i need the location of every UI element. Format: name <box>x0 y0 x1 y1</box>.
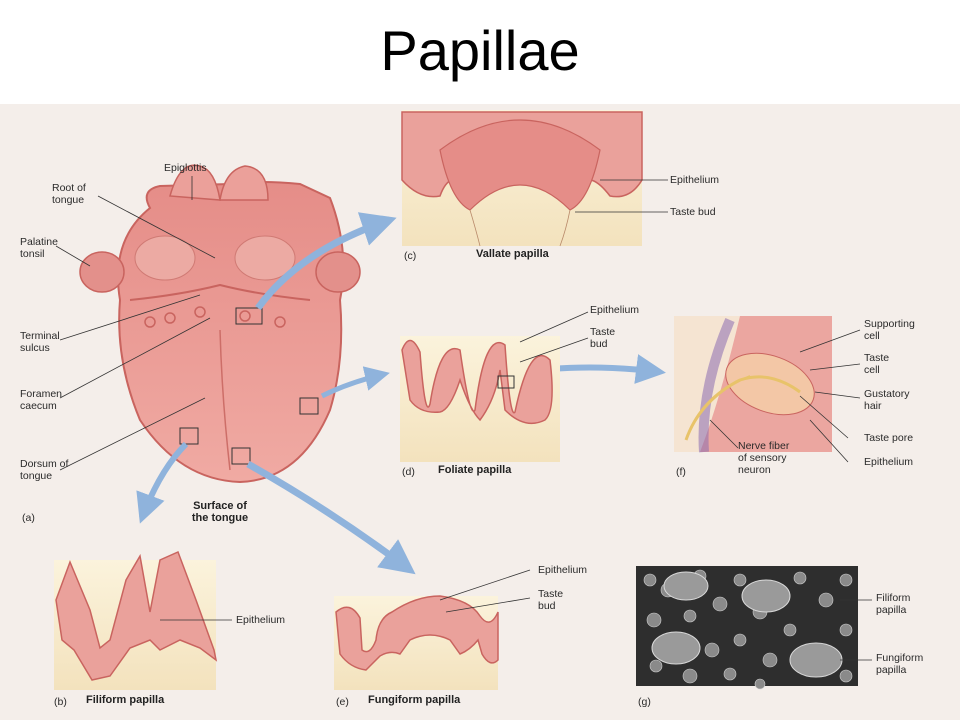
label-filiform-epithelium: Epithelium <box>236 614 286 626</box>
panel-letter-b: (b) <box>54 696 67 708</box>
label-root-of-tongue: Root of tongue <box>52 182 86 206</box>
label-palatine-tonsil: Palatine tonsil <box>20 236 58 260</box>
caption-surface-of-tongue: Surface of the tongue <box>191 500 249 524</box>
foliate-papilla-drawing <box>400 336 560 462</box>
caption-filiform-papilla: Filiform papilla <box>86 694 165 706</box>
taste-bud-leaders <box>709 329 861 463</box>
label-foramen-caecum: Foramen caecum <box>20 388 63 412</box>
fungiform-leaders <box>439 569 531 613</box>
taste-bud-drawing <box>674 316 832 453</box>
label-terminal-sulcus: Terminal sulcus <box>20 330 60 354</box>
panel-letter-g: (g) <box>638 696 651 708</box>
panel-letter-c: (c) <box>404 250 417 262</box>
tongue-leaders <box>55 176 216 471</box>
slide-title: Papillae <box>380 19 580 82</box>
panel-letter-f: (f) <box>676 466 686 478</box>
label-gustatory-hair: Gustatory hair <box>864 388 910 412</box>
label-foliate-epithelium: Epithelium <box>590 304 640 316</box>
label-nerve-fiber: Nerve fiber of sensory neuron <box>738 440 790 476</box>
caption-fungiform-papilla: Fungiform papilla <box>368 694 461 706</box>
label-supporting-cell: Supporting cell <box>864 318 915 342</box>
label-epiglottis: Epiglottis <box>164 162 207 174</box>
panel-letter-e: (e) <box>336 696 349 708</box>
filiform-papilla-drawing <box>54 550 218 690</box>
label-taste-cell: Taste cell <box>864 352 890 376</box>
fungiform-papilla-drawing <box>334 595 499 690</box>
vallate-leaders <box>575 179 668 213</box>
tongue-diagram <box>79 164 361 484</box>
label-taste-pore: Taste pore <box>864 432 914 444</box>
label-vallate-epithelium: Epithelium <box>670 174 720 186</box>
foliate-leaders <box>519 311 589 363</box>
label-filiform-papilla: Filiform papilla <box>876 592 911 616</box>
label-fungiform-papilla: Fungiform papilla <box>876 652 924 676</box>
label-fungiform-taste-bud: Taste bud <box>538 588 564 612</box>
label-taste-bud-epithelium: Epithelium <box>864 456 914 468</box>
caption-foliate-papilla: Foliate papilla <box>438 464 512 476</box>
blue-arrows <box>136 212 666 575</box>
label-vallate-taste-bud: Taste bud <box>670 206 716 218</box>
panel-letter-d: (d) <box>402 466 415 478</box>
label-fungiform-epithelium: Epithelium <box>538 564 588 576</box>
micrograph-leaders <box>840 599 872 661</box>
panel-letter-a: (a) <box>22 512 35 524</box>
micrograph-drawing <box>636 566 858 690</box>
vallate-papilla-drawing <box>401 110 643 247</box>
label-dorsum-of-tongue: Dorsum of tongue <box>20 458 69 482</box>
label-foliate-taste-bud: Taste bud <box>590 326 616 350</box>
caption-vallate-papilla: Vallate papilla <box>476 248 549 260</box>
